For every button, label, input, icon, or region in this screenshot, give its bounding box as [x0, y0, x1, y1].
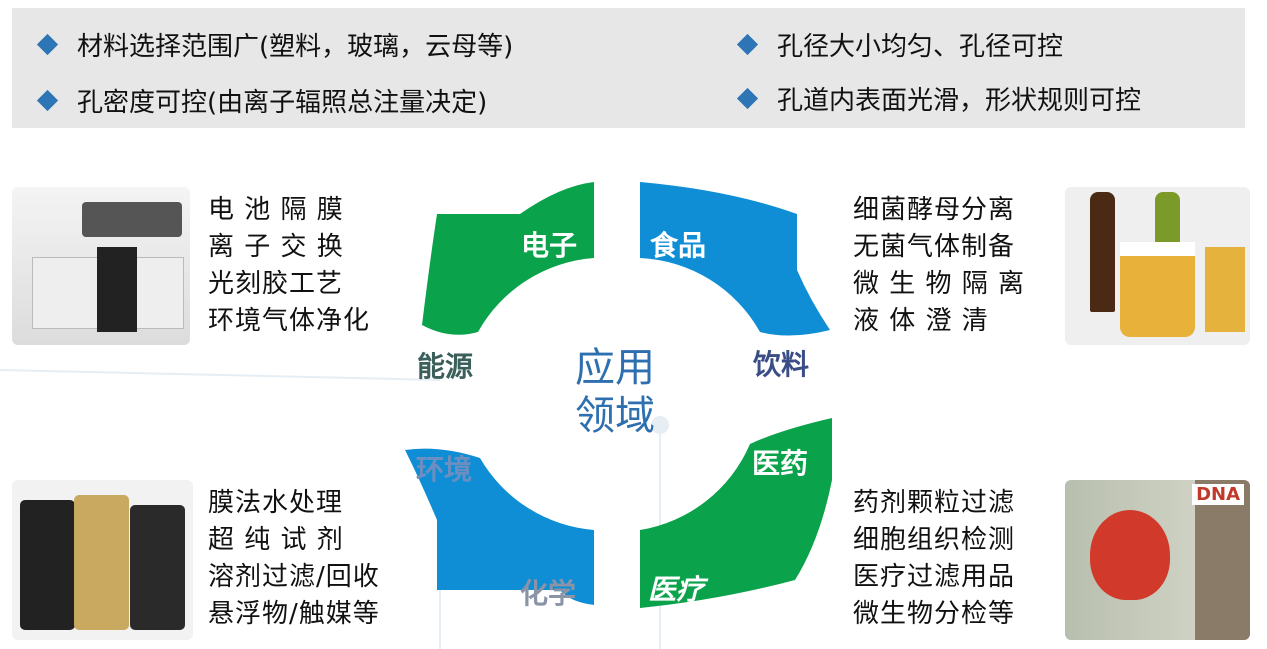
feature-text: 孔径大小均匀、孔径可控	[777, 32, 1064, 62]
dna-label: DNA	[1192, 484, 1244, 505]
label-environment: 环境	[416, 453, 473, 486]
left-bottom-list: 膜法水处理超 纯 试 剂溶剂过滤/回收悬浮物/触媒等	[208, 485, 380, 633]
list-item: 膜法水处理	[208, 488, 344, 518]
label-food: 食品	[650, 229, 707, 262]
diamond-bullet-icon	[736, 33, 759, 56]
label-medical: 医疗	[648, 573, 705, 606]
list-item: 液 体 澄 清	[853, 306, 989, 336]
left-top-list: 电 池 隔 膜离 子 交 换光刻胶工艺环境气体净化	[208, 192, 370, 340]
feature-item: 材料选择范围广(塑料，玻璃，云母等)	[36, 26, 514, 63]
right-top-list: 细菌酵母分离无菌气体制备微 生 物 隔 离液 体 澄 清	[853, 192, 1025, 340]
quadrant-chemistry	[405, 448, 594, 605]
feature-text: 孔道内表面光滑，形状规则可控	[777, 86, 1142, 116]
list-item: 微 生 物 隔 离	[853, 269, 1026, 299]
quadrant-electronics	[422, 182, 594, 335]
diamond-bullet-icon	[736, 87, 759, 110]
list-item: 光刻胶工艺	[208, 269, 344, 299]
quadrant-medicine	[640, 418, 832, 608]
features-panel	[12, 8, 1245, 128]
label-energy: 能源	[417, 350, 474, 383]
label-chemistry: 化学	[520, 577, 577, 610]
list-item: 无菌气体制备	[853, 232, 1016, 262]
beer-image	[1065, 187, 1250, 345]
dna-image: DNA	[1065, 480, 1250, 640]
label-beverage: 饮料	[753, 348, 810, 381]
list-item: 微生物分检等	[853, 599, 1016, 629]
list-item: 超 纯 试 剂	[208, 525, 344, 555]
list-item: 药剂颗粒过滤	[853, 488, 1016, 518]
feature-text: 材料选择范围广(塑料，玻璃，云母等)	[77, 32, 514, 62]
list-item: 电 池 隔 膜	[208, 195, 344, 225]
list-item: 细菌酵母分离	[853, 195, 1016, 225]
label-medicine: 医药	[752, 447, 809, 480]
center-title: 应用领域	[565, 344, 665, 440]
label-electronics: 电子	[521, 229, 578, 262]
feature-item: 孔密度可控(由离子辐照总注量决定)	[36, 82, 488, 119]
diamond-bullet-icon	[36, 89, 59, 112]
feature-item: 孔径大小均匀、孔径可控	[736, 26, 1064, 63]
feature-item: 孔道内表面光滑，形状规则可控	[736, 80, 1142, 117]
instrument-image	[12, 187, 190, 345]
list-item: 离 子 交 换	[208, 232, 344, 262]
list-item: 悬浮物/触媒等	[208, 599, 380, 629]
feature-text: 孔密度可控(由离子辐照总注量决定)	[77, 88, 488, 118]
list-item: 环境气体净化	[208, 306, 371, 336]
quadrant-food	[640, 182, 830, 336]
list-item: 医疗过滤用品	[853, 562, 1016, 592]
list-item: 溶剂过滤/回收	[208, 562, 380, 592]
right-bottom-list: 药剂颗粒过滤细胞组织检测医疗过滤用品微生物分检等	[853, 485, 1015, 633]
diamond-bullet-icon	[36, 33, 59, 56]
list-item: 细胞组织检测	[853, 525, 1016, 555]
center-title-line: 领域	[575, 393, 655, 439]
center-title-line: 应用	[575, 345, 655, 391]
devices-image	[12, 480, 193, 640]
